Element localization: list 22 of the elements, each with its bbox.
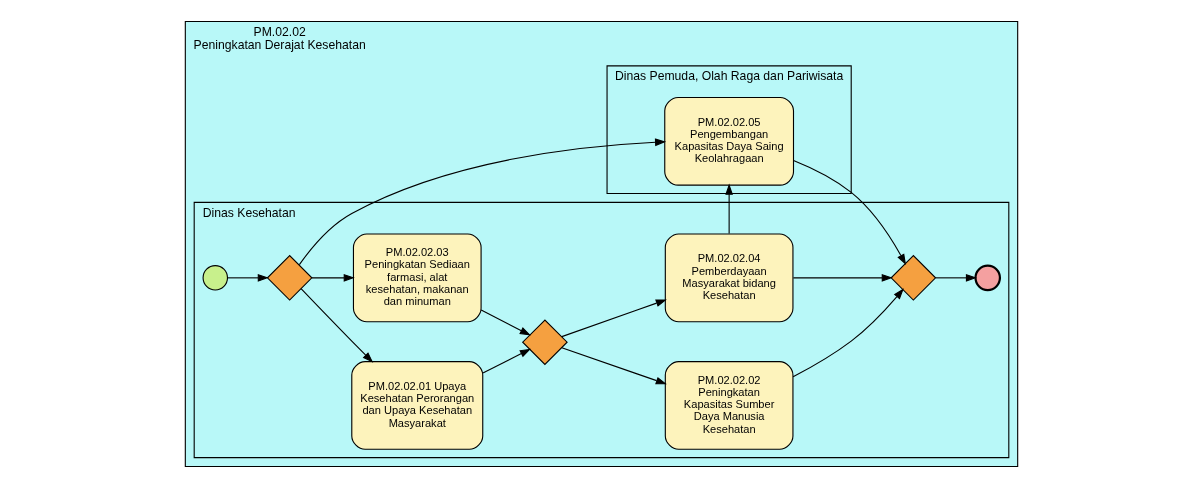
node-circle (973, 264, 1001, 292)
arrow (226, 273, 269, 282)
node-box: PM.02.02.02 Peningkatan Kapasitas Sumber Daya Manusia Kesehatan (664, 361, 793, 450)
arrow (792, 273, 893, 282)
node-box: PM.02.02.01 Upaya Kesehatan Perorangan dan Upaya Kesehatan Masyarakat (350, 361, 483, 450)
arrow (560, 347, 667, 385)
node-box: PM.02.02.04 Pemberdayaan Masyarakat bidang Kesehatan (664, 233, 793, 323)
arrow (724, 183, 733, 235)
node-diamond (521, 319, 568, 366)
arrow (934, 273, 977, 282)
node-box: PM.02.02.03 Peningkatan Sediaan farmasi, alat kesehatan, makanan dan minuman (352, 233, 482, 323)
arrow (298, 138, 666, 266)
arrow (310, 273, 355, 282)
node-box: PM.02.02.05 Pengembangan Kapasitas Daya Saing Keolahragaan (663, 96, 794, 186)
arrow (792, 159, 906, 266)
arrow (480, 309, 531, 336)
arrow (792, 288, 904, 378)
node-diamond (266, 254, 313, 301)
node-circle (202, 265, 228, 291)
arrow (560, 299, 667, 338)
arrow (481, 348, 531, 374)
arrow (300, 288, 373, 363)
